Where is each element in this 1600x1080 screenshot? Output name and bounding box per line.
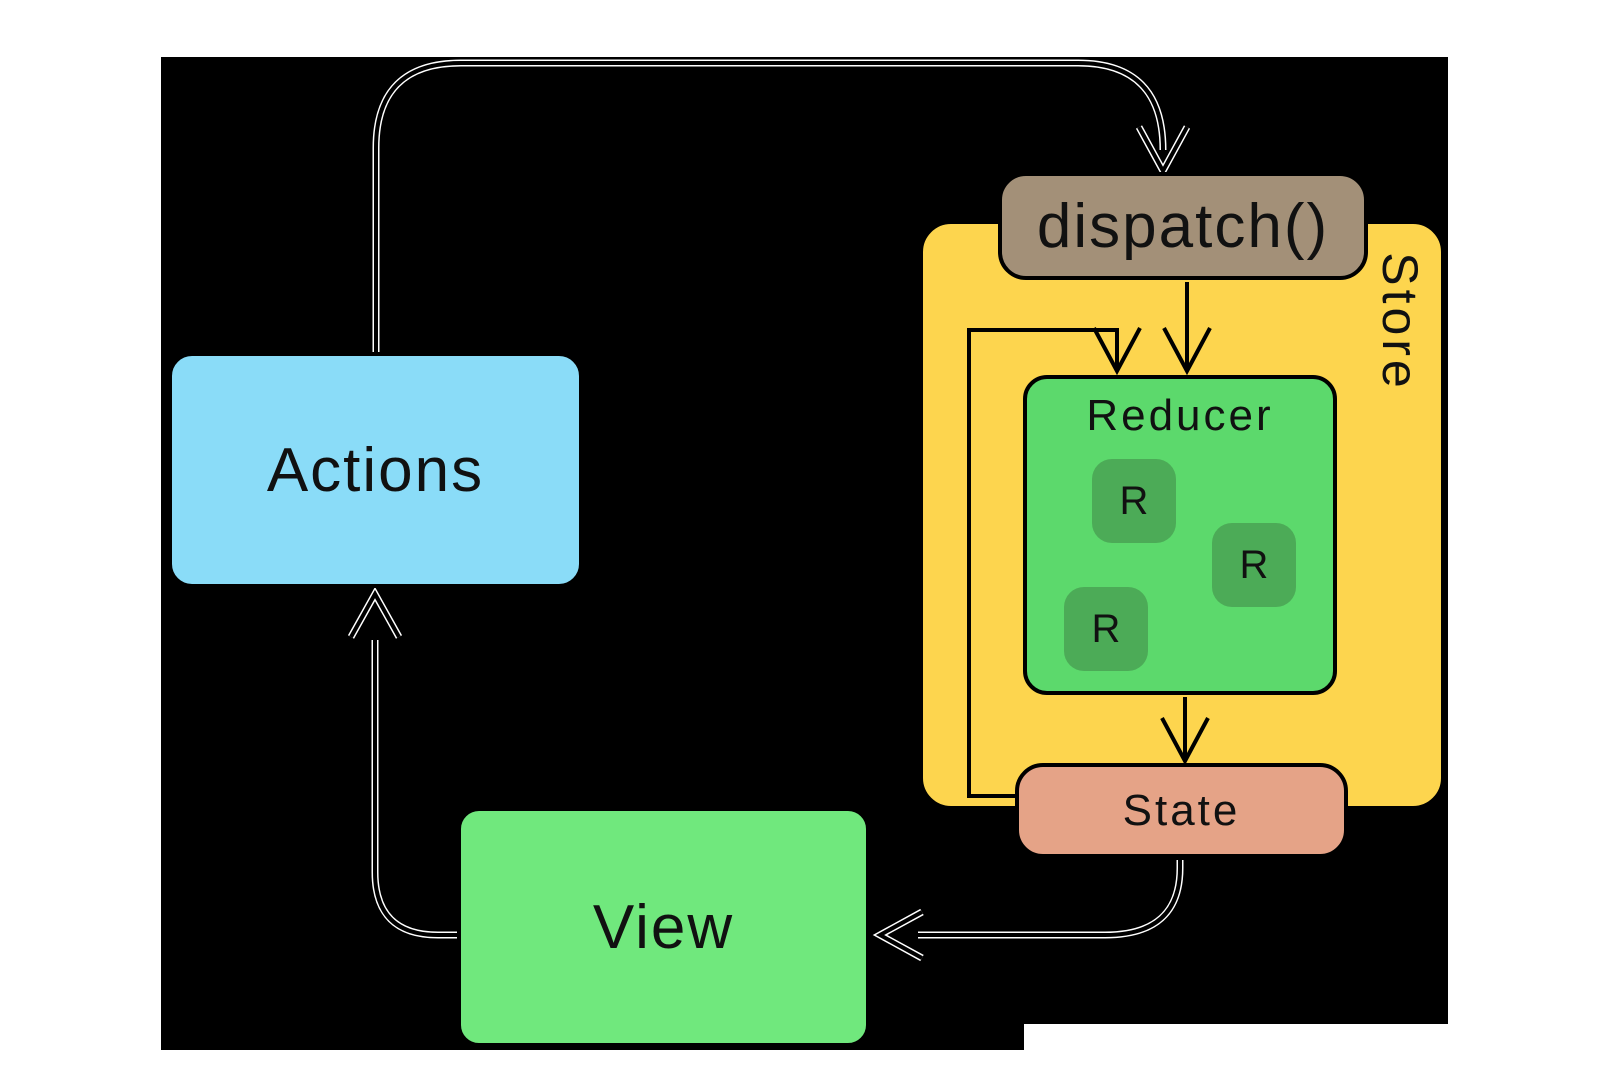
arrow-view-to-actions [347,586,457,939]
reducer-item-label: R [1239,542,1269,587]
reducer-item-label: R [1091,606,1121,651]
reducer-label: Reducer [1086,391,1274,440]
arrowhead-into-view [872,908,924,962]
state-box: State [1015,763,1348,858]
arrowhead-into-actions [347,586,403,639]
arrow-dispatch-to-reducer [1162,282,1212,376]
arrowhead-into-state [1160,717,1210,766]
actions-label: Actions [266,435,485,505]
arrowhead-into-reducer-left [1092,327,1142,376]
reducer-item-label: R [1119,478,1149,523]
arrow-state-loop-to-reducer [967,327,1142,798]
view-box: View [457,807,870,1047]
reducer-item-box: R [1092,459,1176,543]
reducer-item-box: R [1064,587,1148,671]
arrow-reducer-to-state [1160,697,1210,766]
state-label: State [1122,785,1241,835]
arrowhead-into-reducer-right [1162,327,1212,376]
dispatch-label: dispatch() [1036,191,1330,261]
dispatch-box: dispatch() [998,172,1368,280]
store-box [919,220,1445,810]
reducer-item-box: R [1212,523,1296,607]
actions-box: Actions [168,352,583,588]
arrow-state-to-view [872,860,1184,962]
view-label: View [592,892,735,962]
arrow-actions-to-dispatch [372,59,1191,353]
